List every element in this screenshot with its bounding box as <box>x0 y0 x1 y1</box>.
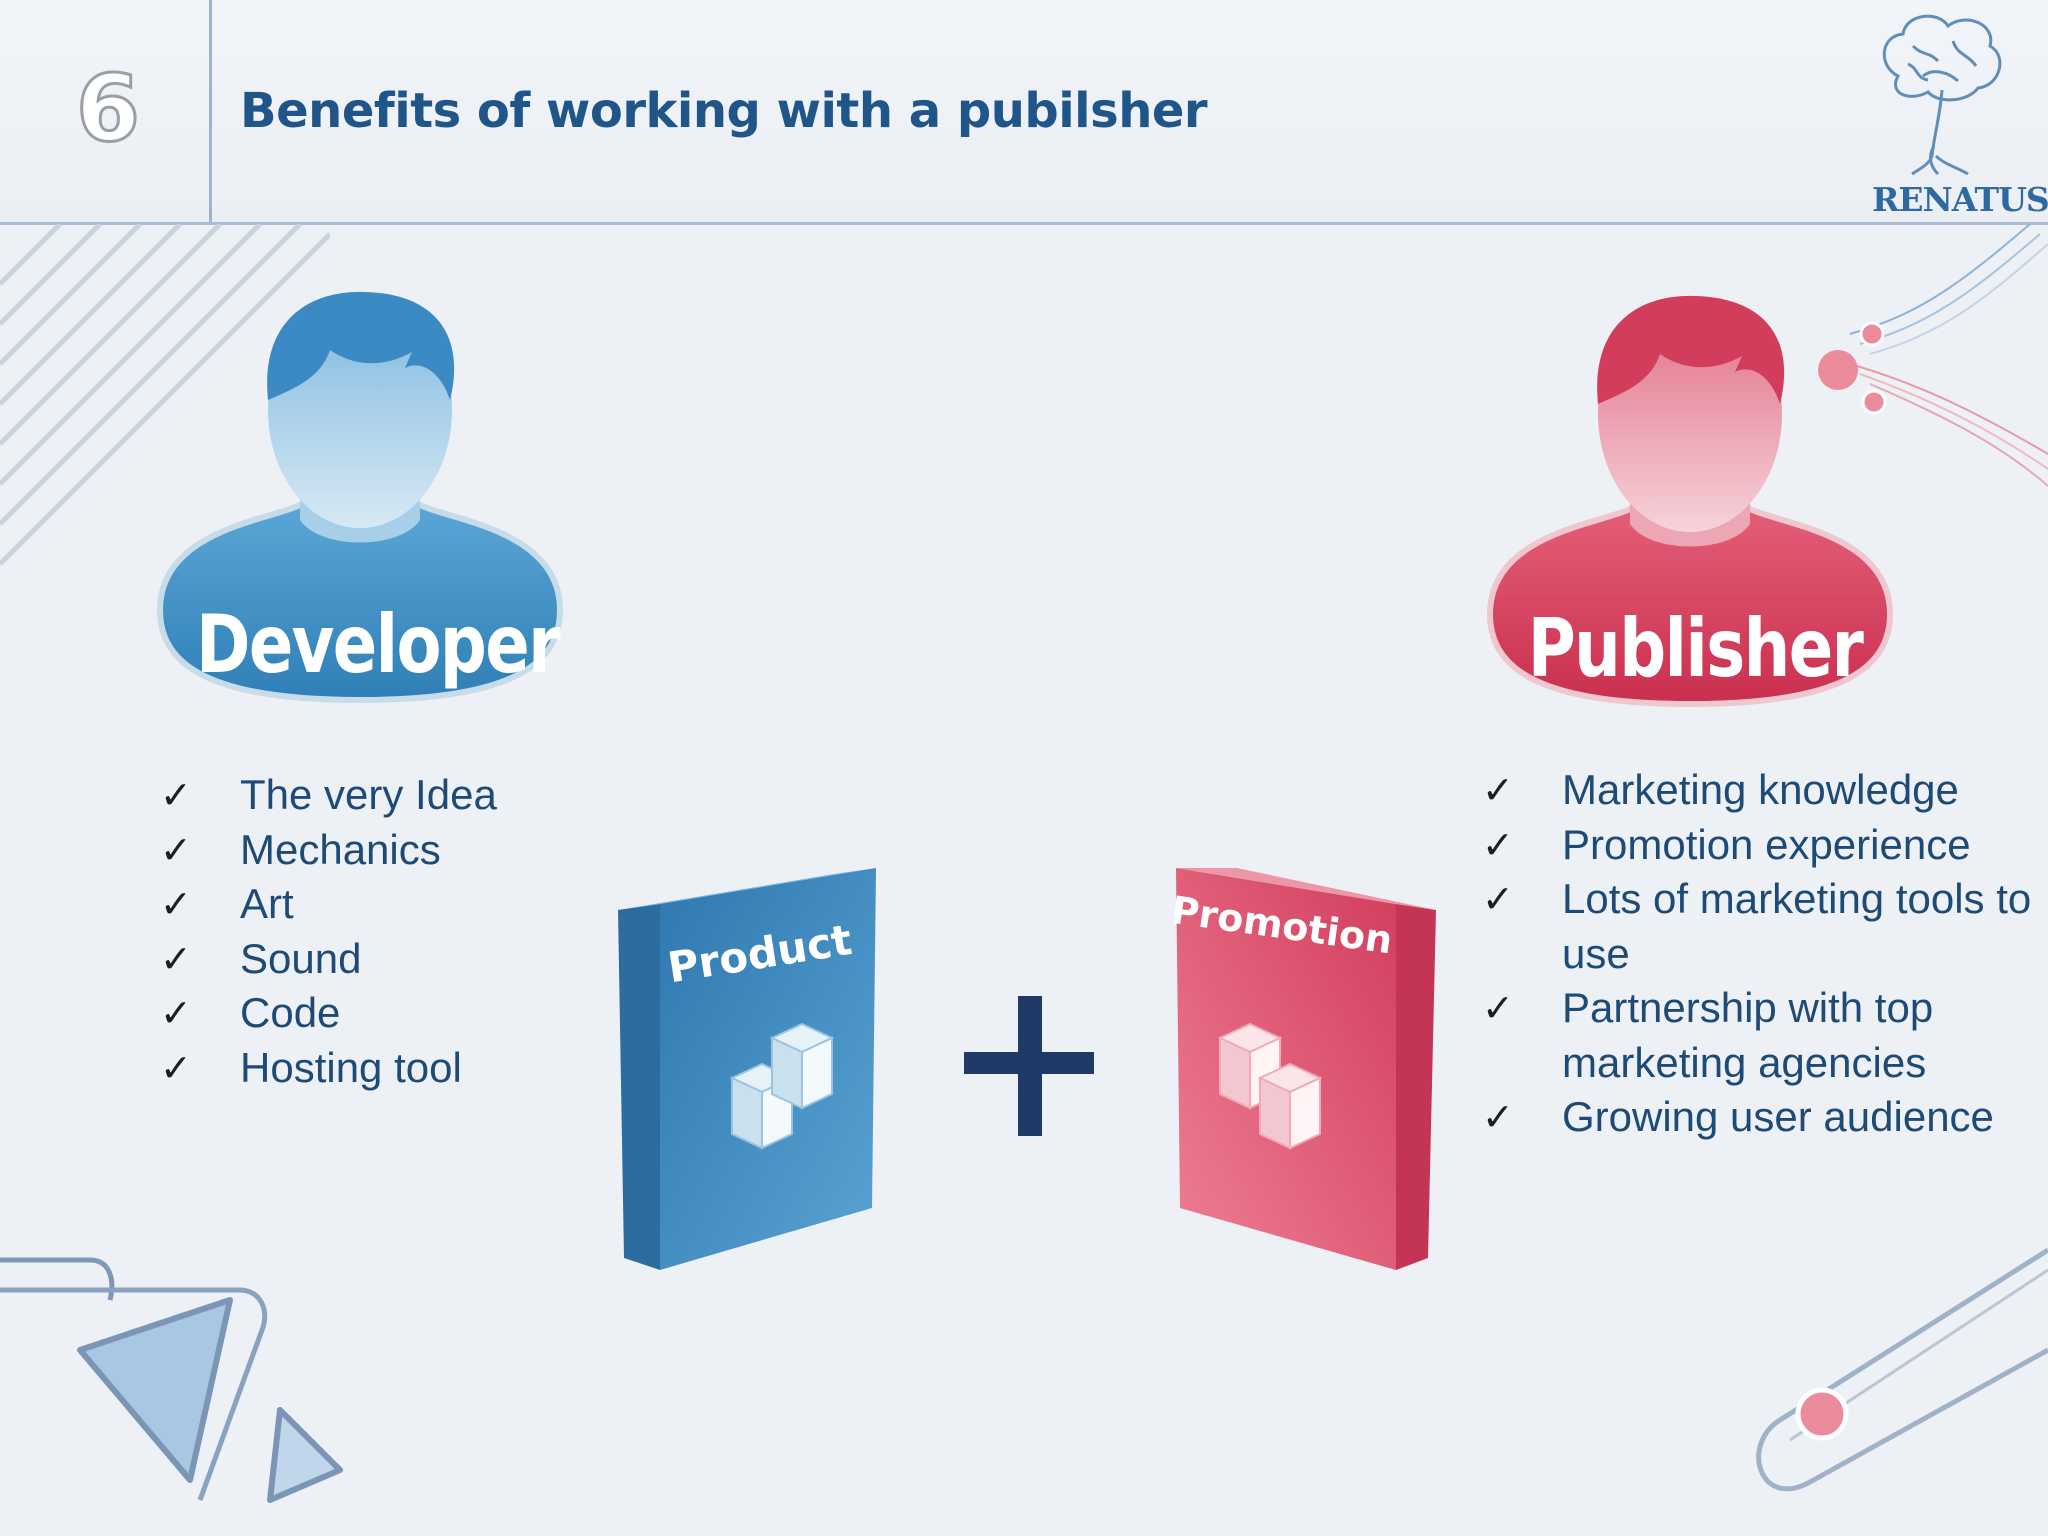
decorative-stripes <box>0 224 330 566</box>
logo-text: RENATUS <box>1872 180 2048 219</box>
promotion-box: Promotion <box>1170 868 1436 1270</box>
list-item: ✓Promotion experience <box>1482 818 2042 873</box>
product-box: Product <box>618 868 876 1270</box>
check-icon: ✓ <box>1482 986 1514 1030</box>
plus-icon <box>964 996 1094 1136</box>
check-icon: ✓ <box>160 827 192 872</box>
list-item: ✓Hosting tool <box>160 1041 620 1096</box>
renatus-tree-logo <box>1882 14 2002 176</box>
header-underline <box>0 222 2048 225</box>
decorative-bar <box>1756 1247 2048 1492</box>
publisher-figure <box>1486 295 1894 708</box>
slide-number: 6 <box>75 54 142 164</box>
check-icon: ✓ <box>160 882 192 926</box>
check-icon: ✓ <box>1482 1095 1514 1139</box>
check-icon: ✓ <box>1482 768 1514 812</box>
slide-title: Benefits of working with a pubilsher <box>240 83 1208 139</box>
list-item: ✓Mechanics <box>160 823 620 878</box>
check-icon: ✓ <box>1482 877 1514 921</box>
list-item: ✓Art <box>160 877 620 932</box>
header-divider <box>209 0 212 224</box>
list-item: ✓Sound <box>160 932 620 987</box>
list-item: ✓Code <box>160 986 620 1041</box>
check-icon: ✓ <box>1482 822 1514 867</box>
developer-benefits-list: ✓The very Idea ✓Mechanics ✓Art ✓Sound ✓C… <box>160 768 620 1095</box>
publisher-benefits-list: ✓Marketing knowledge ✓Promotion experien… <box>1482 763 2042 1145</box>
list-item: ✓Marketing knowledge <box>1482 763 2042 818</box>
check-icon: ✓ <box>160 1045 192 1090</box>
developer-label: Developer <box>196 598 560 691</box>
list-item: ✓Partnership with top marketing agencies <box>1482 981 2042 1090</box>
check-icon: ✓ <box>160 773 192 817</box>
list-item: ✓The very Idea <box>160 768 620 823</box>
publisher-label: Publisher <box>1527 602 1864 695</box>
slide-header <box>0 0 2048 224</box>
list-item: ✓Growing user audience <box>1482 1090 2042 1145</box>
list-item: ✓Lots of marketing tools to use <box>1482 872 2042 981</box>
check-icon: ✓ <box>160 991 192 1035</box>
check-icon: ✓ <box>160 936 192 981</box>
decorative-waves <box>1818 224 2048 487</box>
developer-figure <box>156 291 564 704</box>
decorative-triangles <box>0 1257 343 1503</box>
